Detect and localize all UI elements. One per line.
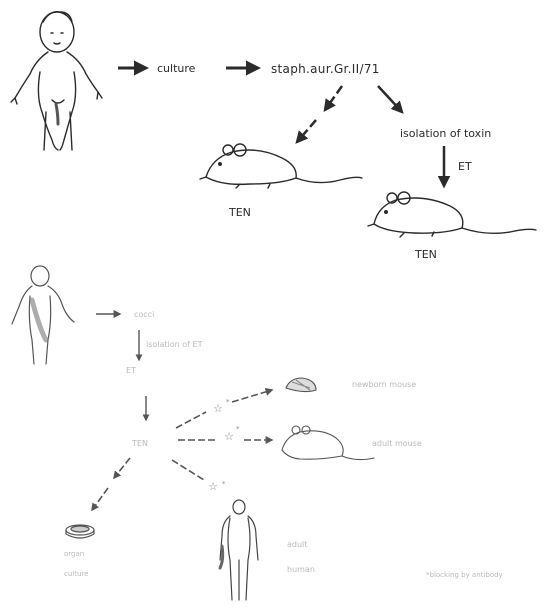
blocked-star-newborn-icon: ☆ (213, 402, 223, 415)
blocked-star-adult-mouse-icon: ☆ (224, 430, 234, 443)
mouse-left-icon (200, 144, 362, 188)
newborn-mouse-icon (286, 378, 316, 392)
footnote-asterisk-1: * (226, 398, 230, 406)
arrow-strain-to-isolation (378, 86, 402, 112)
arrow-ten-to-newborn-b (232, 390, 272, 402)
label-isolation-of-toxin: isolation of toxin (400, 127, 491, 140)
adult-human-icon (220, 500, 258, 600)
footnote-blocking-by-antibody: *blocking by antibody (426, 571, 503, 579)
petri-dish-icon (66, 525, 94, 538)
arrow-ten-to-newborn-a (176, 412, 206, 428)
adult-mouse-icon (282, 426, 374, 460)
label-ten-left: TEN (228, 206, 251, 219)
label-organ: organ (64, 550, 84, 558)
arrow-strain-to-mouse-left (325, 86, 342, 110)
label-adult-mouse: adult mouse (372, 439, 422, 448)
label-organ-culture: culture (64, 570, 88, 578)
child-figure-icon (12, 266, 74, 364)
arrow-to-organ-lower (92, 488, 108, 510)
label-strain: staph.aur.Gr.II/71 (271, 62, 380, 76)
label-newborn-mouse: newborn mouse (352, 380, 416, 389)
baby-figure-icon (11, 12, 102, 150)
label-isolation-of-et: isolation of ET (146, 340, 203, 349)
label-culture: culture (157, 62, 196, 75)
label-ten-bottom: TEN (131, 439, 148, 448)
label-et-bottom: ET (126, 366, 136, 375)
label-cocci: cocci (134, 310, 154, 319)
arrow-mouse-left-lower (297, 120, 316, 142)
footnote-asterisk-3: * (222, 480, 226, 488)
arrow-ten-to-organ (114, 458, 130, 478)
blocked-star-human-icon: ☆ (208, 480, 218, 493)
arrow-ten-to-human-a (172, 460, 204, 480)
label-et-top: ET (458, 160, 472, 173)
label-adult: adult (287, 540, 307, 549)
footnote-asterisk-2: * (236, 425, 240, 433)
label-ten-right: TEN (414, 248, 437, 261)
mouse-right-icon (368, 192, 536, 237)
label-human: human (287, 565, 315, 574)
